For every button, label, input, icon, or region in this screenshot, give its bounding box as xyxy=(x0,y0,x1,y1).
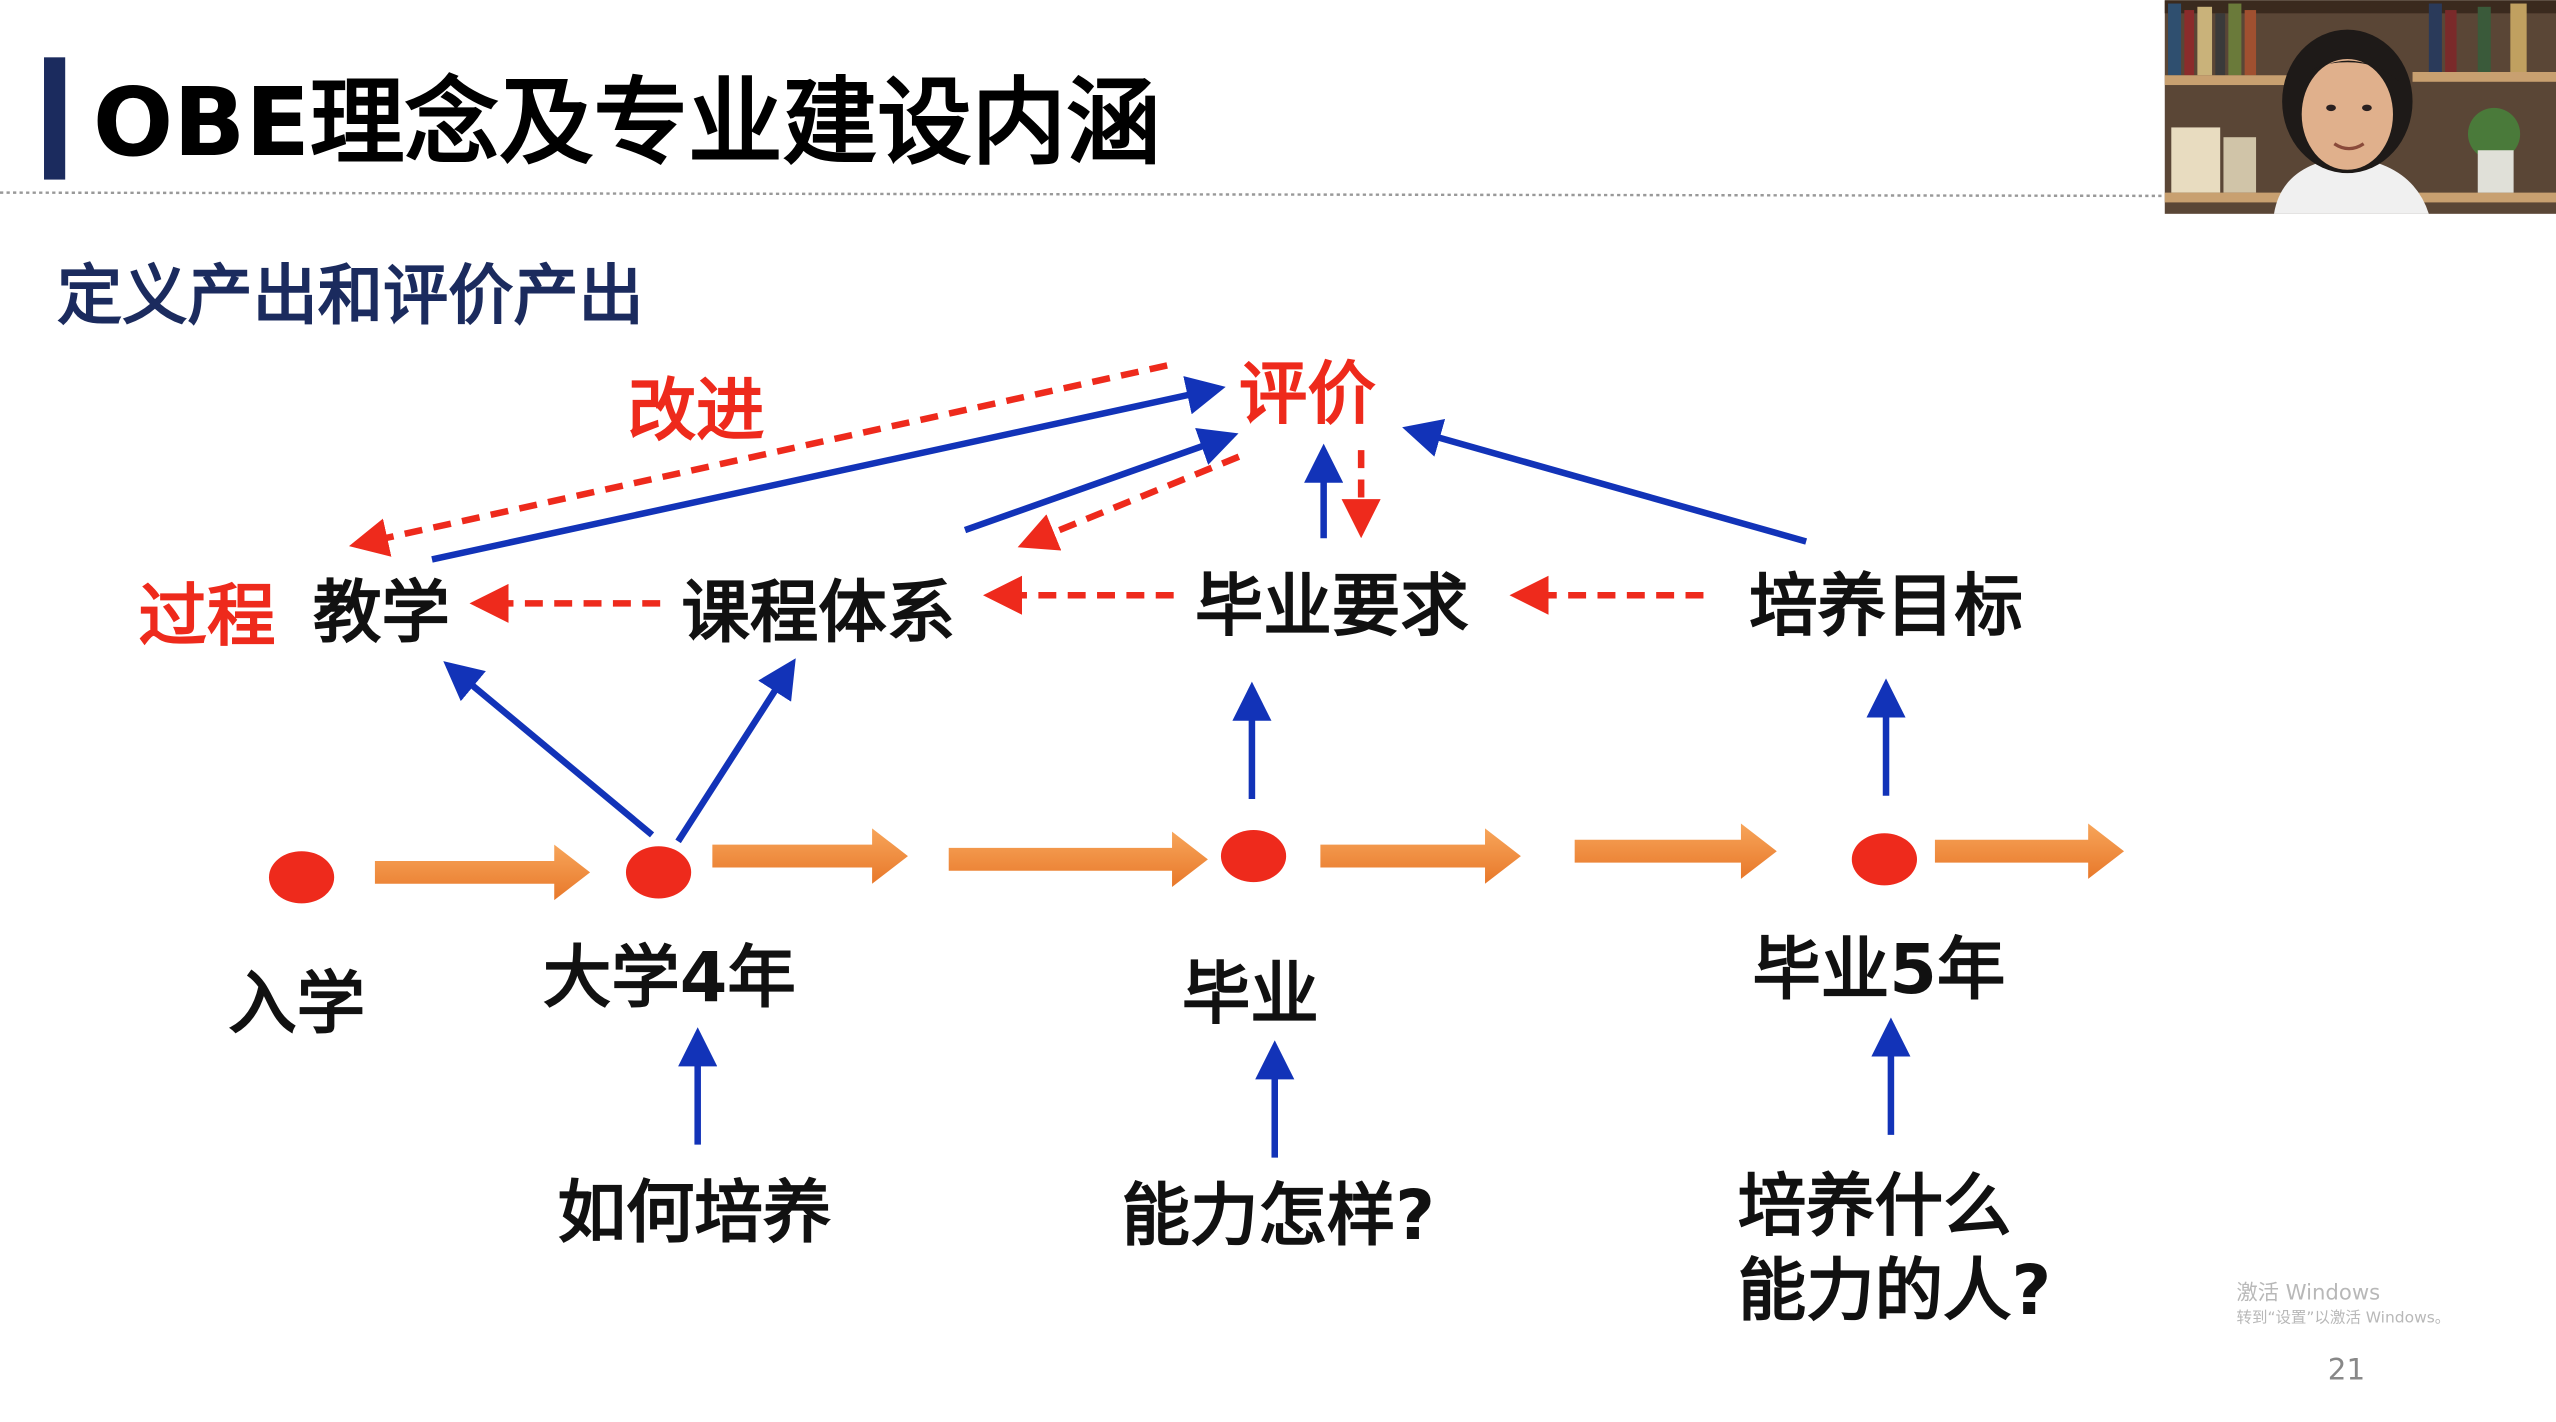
timeline-dot xyxy=(1220,829,1287,883)
year4-to-teach-arrow xyxy=(443,661,655,838)
label-process: 过程 xyxy=(139,576,276,656)
timeline-arrow xyxy=(948,831,1208,888)
support-arrows xyxy=(431,376,1911,1158)
label-evaluate: 评价 xyxy=(1239,355,1376,435)
node-graduation-requirements: 毕业要求 xyxy=(1195,566,1469,646)
timeline-dot xyxy=(625,846,692,899)
timeline-arrow xyxy=(712,828,908,884)
page-number: 21 xyxy=(2328,1352,2365,1386)
question-what-line1: 培养什么 xyxy=(1738,1166,2012,1246)
teach-to-eval-arrow xyxy=(431,376,1226,563)
header-divider xyxy=(0,191,2165,198)
activation-watermark-hint: 转到“设置”以激活 Windows。 xyxy=(2237,1308,2451,1326)
slide-subtitle: 定义产出和评价产出 xyxy=(57,258,644,334)
timeline-dot xyxy=(268,851,335,904)
course-to-eval-arrow xyxy=(963,427,1239,534)
timeline-graduation: 毕业 xyxy=(1182,954,1319,1034)
timeline-arrow xyxy=(374,844,591,901)
timeline-arrows xyxy=(374,823,2125,901)
timeline-arrow xyxy=(1574,823,1777,879)
year4-to-course-arrow xyxy=(675,658,796,844)
improve-dashed-arrow xyxy=(348,362,1168,557)
goal-to-eval-arrow xyxy=(1402,419,1808,545)
timeline-points xyxy=(268,829,1917,904)
feedback-arrows xyxy=(348,362,1704,623)
timeline-dot xyxy=(1851,833,1917,886)
timeline-arrow xyxy=(1320,828,1521,884)
timeline-arrow xyxy=(1934,823,2125,879)
timeline-5years: 毕业5年 xyxy=(1752,930,2005,1010)
node-training-objectives: 培养目标 xyxy=(1749,566,2023,646)
title-accent-bar xyxy=(44,57,66,180)
label-improve: 改进 xyxy=(628,371,765,451)
node-curriculum: 课程体系 xyxy=(681,573,955,653)
question-what-line2: 能力的人? xyxy=(1738,1251,2052,1331)
node-teaching: 教学 xyxy=(313,573,450,653)
presenter xyxy=(2273,29,2429,214)
question-ability: 能力怎样? xyxy=(1122,1176,1436,1256)
eval-to-course-dashed-arrow xyxy=(1017,453,1241,551)
question-how: 如何培养 xyxy=(557,1173,831,1253)
webcam-video xyxy=(2164,0,2556,214)
timeline-year4: 大学4年 xyxy=(543,938,796,1018)
timeline-enrollment: 入学 xyxy=(228,964,365,1044)
slide-title: OBE理念及专业建设内涵 xyxy=(93,68,1161,178)
activation-watermark-title: 激活 Windows xyxy=(2237,1279,2381,1304)
